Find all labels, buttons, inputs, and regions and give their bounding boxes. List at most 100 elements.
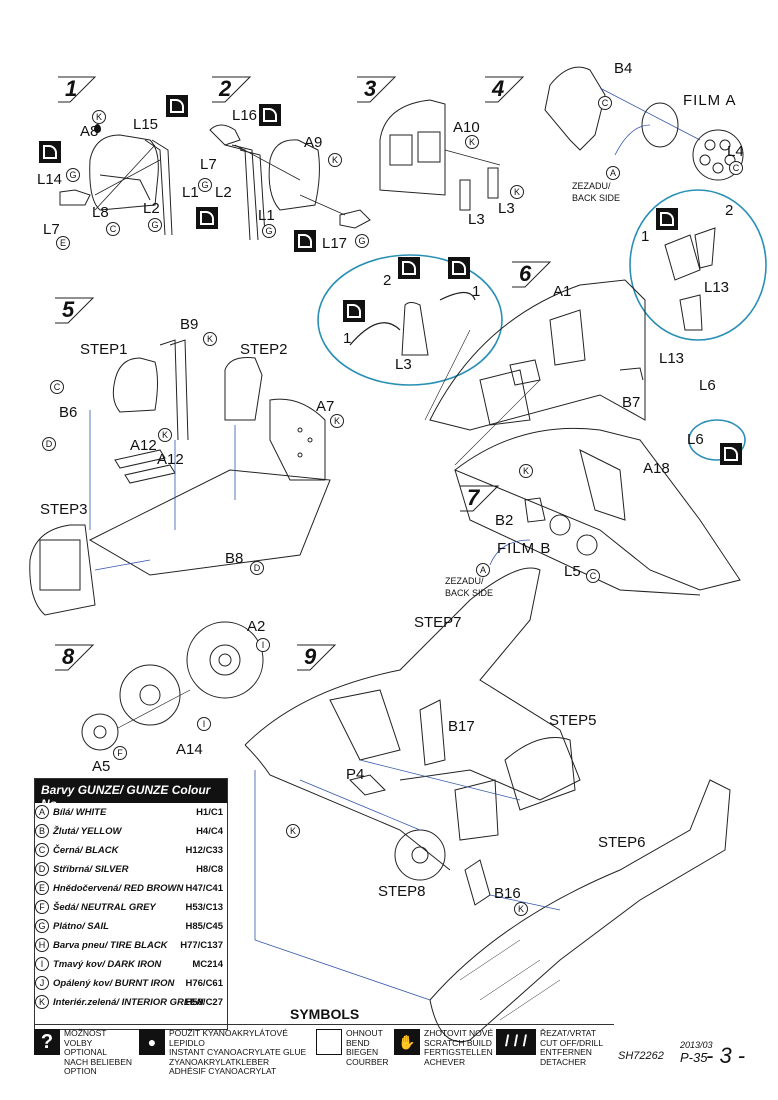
colour-name: Černá/ BLACK <box>53 845 119 856</box>
colour-callout-c: C <box>586 569 600 583</box>
part-label: L5 <box>564 563 581 580</box>
glue-drop-icon: ● <box>139 1029 165 1055</box>
colour-callout-k: K <box>510 185 524 199</box>
symbol-cut: / / / ŘEZAT/VRTAT CUT OFF/DRILL ENTFERNE… <box>496 1028 614 1069</box>
colour-callout-a: A <box>476 563 490 577</box>
colour-callout-k: K <box>330 414 344 428</box>
bend-icon <box>720 443 742 465</box>
part-label: L6 <box>699 377 716 394</box>
colour-code: H4/C4 <box>196 826 223 837</box>
part-label: B9 <box>180 316 199 333</box>
colour-name: Plátno/ SAIL <box>53 921 109 932</box>
part-label: L3 <box>468 211 485 228</box>
step-number-2: 2 <box>219 76 232 101</box>
note-label: BACK SIDE <box>572 193 621 203</box>
step-number-1: 1 <box>65 76 78 101</box>
colour-letter-badge: G <box>35 919 49 933</box>
colour-name: Barva pneu/ TIRE BLACK <box>53 940 168 951</box>
colour-name: Tmavý kov/ DARK IRON <box>53 959 162 970</box>
step-arrow-number: 2 <box>383 272 392 289</box>
step-number-5: 5 <box>62 297 75 322</box>
colour-callout-i: I <box>256 638 270 652</box>
part-label: B16 <box>494 885 521 902</box>
colour-callout-c: C <box>598 96 612 110</box>
colour-callout-d: D <box>250 561 264 575</box>
colour-code: MC214 <box>192 959 223 970</box>
part-label: L1 <box>182 184 199 201</box>
colour-name: Interiér.zelená/ INTERIOR GREEN <box>53 997 204 1008</box>
colour-callout-k: K <box>203 332 217 346</box>
part-label: L7 <box>200 156 217 173</box>
colour-name: Opálený kov/ BURNT IRON <box>53 978 175 989</box>
cut-icon: / / / <box>496 1029 536 1055</box>
colour-callout-g: G <box>198 178 212 192</box>
part-label: L1 <box>258 207 275 224</box>
colour-code: H12/C33 <box>185 845 224 856</box>
bend-icon <box>196 207 218 229</box>
colour-letter-badge: B <box>35 824 49 838</box>
step-label: STEP7 <box>414 614 462 631</box>
part-label: A7 <box>316 398 335 415</box>
symbol-glue: ● POUŽIT KYANOAKRYLÁTOVÉ LEPIDLO INSTANT… <box>139 1028 309 1076</box>
part-label: L4 <box>727 143 744 160</box>
question-icon: ? <box>34 1029 60 1055</box>
part-label: L2 <box>143 200 160 217</box>
step-arrow-number: 1 <box>472 283 481 300</box>
note-label: BACK SIDE <box>445 588 494 598</box>
step-number-6: 6 <box>519 261 532 286</box>
symbol-bend: OHNOUT BEND BIEGEN COURBER <box>316 1028 396 1069</box>
part-label: L2 <box>215 184 232 201</box>
hand-icon: ✋ <box>394 1029 420 1055</box>
colour-letter-badge: D <box>35 862 49 876</box>
colour-name: Bílá/ WHITE <box>53 807 107 818</box>
part-label: L7 <box>43 221 60 238</box>
colour-callout-e: E <box>56 236 70 250</box>
part-label: A5 <box>92 758 111 775</box>
part-label: L8 <box>92 204 109 221</box>
step-arrow-number: 2 <box>725 202 734 219</box>
colour-letter-badge: C <box>35 843 49 857</box>
part-label: B2 <box>495 512 514 529</box>
colour-letter-badge: K <box>35 995 49 1009</box>
colour-name: Šedá/ NEUTRAL GREY <box>53 902 156 913</box>
symbol-optional: ? MOŽNOST VOLBY OPTIONAL NACH BELIEBEN O… <box>34 1028 134 1076</box>
colour-row: C Černá/ BLACK H12/C33 <box>35 841 227 860</box>
colour-row: G Plátno/ SAIL H85/C45 <box>35 917 227 936</box>
colour-letter-badge: J <box>35 976 49 990</box>
step-arrow-number: 1 <box>641 228 650 245</box>
step-number-8: 8 <box>62 644 75 669</box>
part-label: B4 <box>614 60 633 77</box>
page-number: - 3 - <box>706 1043 746 1068</box>
bend-icon <box>398 257 420 279</box>
glue-drop-icon <box>94 124 101 133</box>
colour-callout-d: D <box>42 437 56 451</box>
part-label: A12 <box>157 451 184 468</box>
bend-icon <box>259 104 281 126</box>
part-label: L3 <box>498 200 515 217</box>
colour-callout-g: G <box>148 218 162 232</box>
colour-callout-c: C <box>50 380 64 394</box>
part-label: A14 <box>176 741 203 758</box>
colour-callout-c: C <box>729 161 743 175</box>
step-label: STEP1 <box>80 341 128 358</box>
colour-callout-k: K <box>465 135 479 149</box>
symbols-title: SYMBOLS <box>290 1006 360 1022</box>
product-code: SH72262 <box>618 1050 664 1062</box>
colour-callout-i: I <box>197 717 211 731</box>
colour-letter-badge: A <box>35 805 49 819</box>
issue-date: 2013/03 <box>680 1040 713 1050</box>
colour-code: H85/C45 <box>185 921 224 932</box>
colour-callout-f: F <box>113 746 127 760</box>
colour-name: Stříbrná/ SILVER <box>53 864 129 875</box>
step-arrow-number: 1 <box>343 330 352 347</box>
bend-icon <box>316 1029 342 1055</box>
